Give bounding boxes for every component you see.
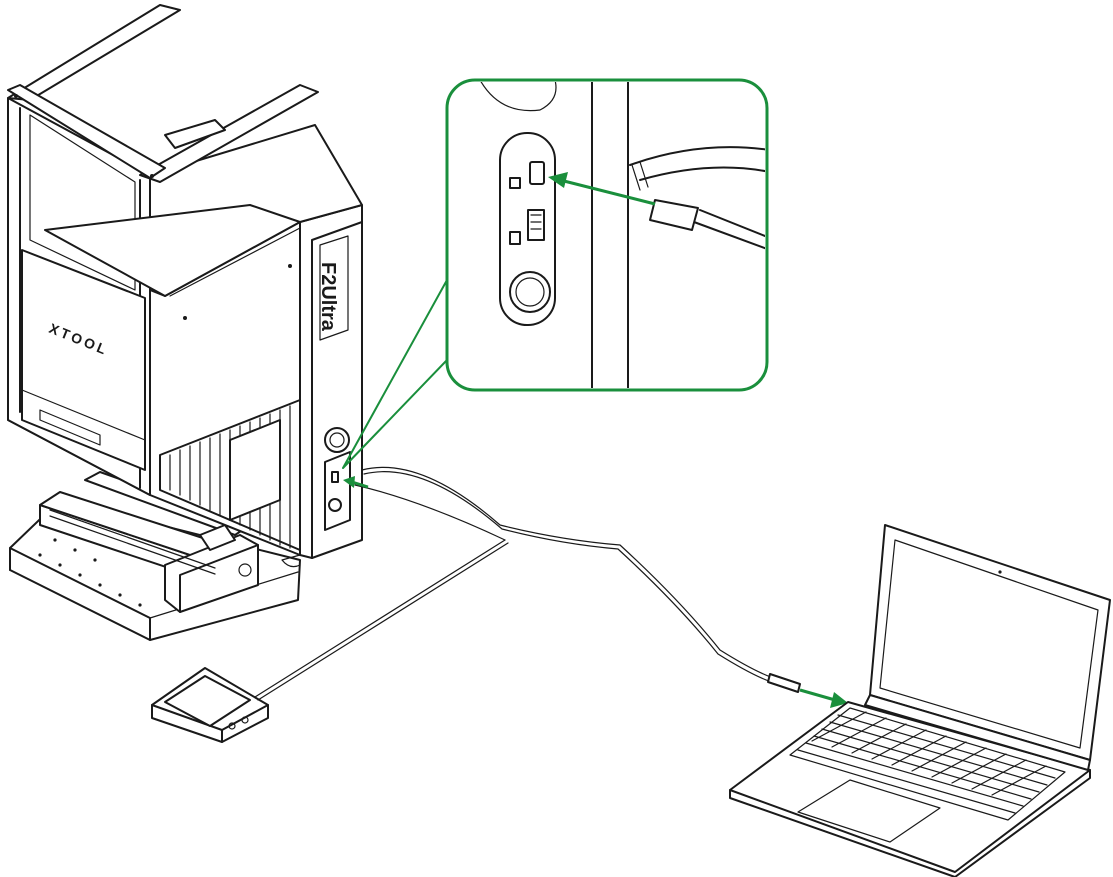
touch-controller	[151, 539, 509, 743]
laptop-display	[879, 539, 1099, 749]
controller-screen	[164, 675, 251, 727]
laser-machine: XTOOL F2Ultra	[7, 4, 363, 559]
callout-zoom	[342, 78, 769, 469]
ethernet-port-symbol	[509, 231, 521, 245]
laptop	[729, 524, 1111, 877]
laptop-keyboard	[789, 707, 1066, 821]
model-label: F2Ultra	[317, 262, 339, 332]
callout-frame	[445, 78, 769, 392]
usb-port-icon	[529, 161, 545, 185]
cable-plug	[767, 673, 801, 693]
usb-port-symbol	[509, 177, 521, 189]
ethernet-port-icon	[527, 209, 545, 241]
usb-cable	[281, 466, 848, 708]
usb-plug	[649, 199, 699, 231]
laptop-trackpad	[797, 779, 941, 843]
